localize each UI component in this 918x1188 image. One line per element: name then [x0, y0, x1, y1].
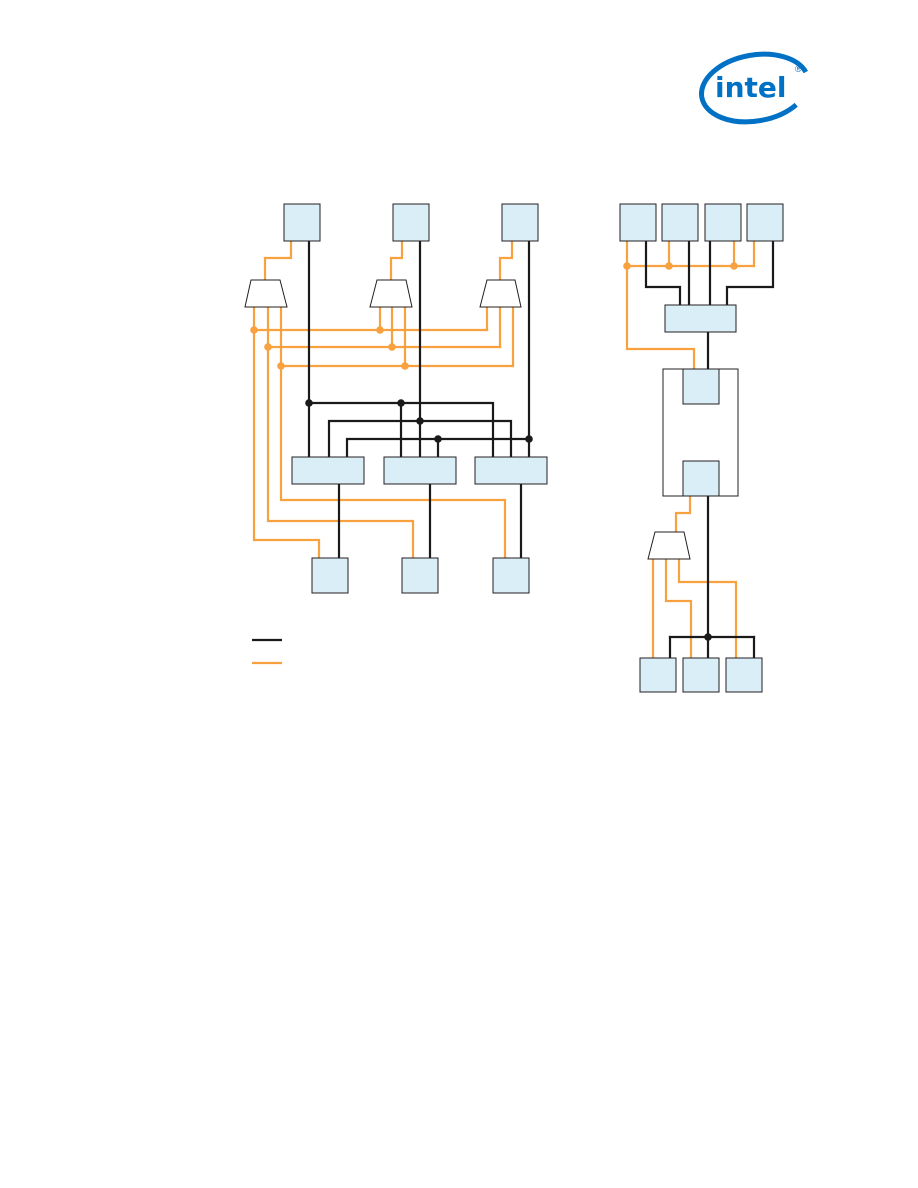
left-mux-3 — [479, 279, 522, 308]
black-wires-left — [307, 239, 531, 560]
right-bottom-block-2 — [682, 657, 720, 693]
right-top-block-2 — [661, 203, 699, 242]
left-middle-block-3 — [474, 456, 548, 485]
left-top-block-1 — [283, 203, 321, 242]
logo-registered-mark: ® — [795, 64, 802, 74]
right-top-block-3 — [704, 203, 742, 242]
right-mux — [647, 531, 691, 560]
junction-dots-left — [250, 326, 533, 443]
left-mux-2 — [369, 279, 413, 308]
left-diagram — [244, 203, 548, 594]
right-container-bottom-block — [682, 460, 720, 497]
legend — [252, 638, 282, 665]
right-bottom-block-3 — [725, 657, 763, 693]
junction-dots-right — [623, 262, 738, 641]
intel-logo-icon: intel ® — [699, 51, 811, 125]
logo-wordmark: intel — [715, 71, 787, 104]
right-top-block-1 — [619, 203, 657, 242]
left-top-block-2 — [392, 203, 430, 242]
right-combiner-block — [664, 304, 737, 333]
left-middle-block-2 — [383, 456, 457, 485]
right-bottom-block-1 — [639, 657, 677, 693]
left-bottom-block-3 — [492, 557, 530, 594]
orange-wires-left — [252, 239, 515, 560]
left-top-block-3 — [501, 203, 539, 242]
right-top-block-4 — [746, 203, 784, 242]
left-middle-block-1 — [291, 456, 365, 485]
left-bottom-block-2 — [401, 557, 439, 594]
left-bottom-block-1 — [311, 557, 349, 594]
left-mux-1 — [244, 279, 288, 308]
right-diagram — [619, 203, 784, 693]
right-container-top-block — [682, 368, 720, 405]
